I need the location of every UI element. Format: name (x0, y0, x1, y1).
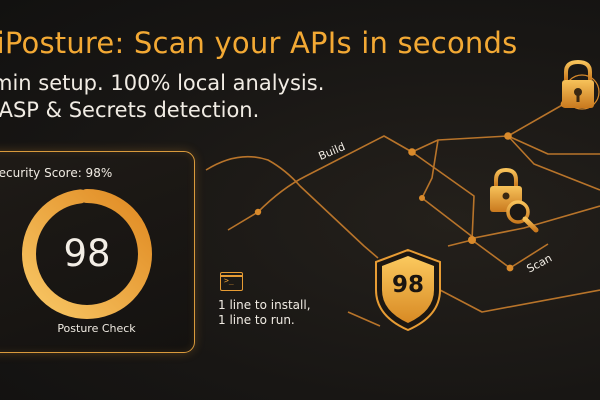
subtitle: min setup. 100% local analysis. WASP & S… (0, 70, 324, 124)
gauge-value: 98 (63, 232, 111, 275)
lower-path (439, 289, 600, 313)
left-branch (205, 155, 379, 259)
install-line-2: 1 line to run. (218, 313, 295, 327)
lock-magnifier-icon (490, 167, 539, 233)
subtitle-line-1: min setup. 100% local analysis. (0, 71, 325, 95)
upper-right-path (507, 135, 600, 155)
node (468, 236, 476, 244)
node (506, 264, 514, 272)
node (419, 195, 425, 201)
score-gauge (22, 189, 152, 319)
install-line-1: 1 line to install, (218, 298, 311, 312)
node (408, 148, 416, 156)
mid-path (411, 151, 475, 247)
posture-check-label: Posture Check (57, 322, 136, 335)
terminal-icon: >_ (220, 272, 243, 291)
install-text: 1 line to install, 1 line to run. (218, 298, 311, 328)
shield-icon (375, 248, 441, 332)
security-score-label: Security Score: 98% (0, 166, 113, 180)
right-path (507, 135, 600, 191)
page-title: piPosture: Scan your APIs in seconds (0, 26, 518, 60)
gauge-fill (22, 189, 152, 319)
loop-path (421, 139, 600, 239)
node (504, 132, 512, 140)
connector-nodes (254, 100, 568, 272)
shield-score: 98 (391, 272, 424, 298)
shield-left-path (347, 311, 381, 327)
terminal-glyph: >_ (224, 276, 234, 285)
security-score-card: Security Score: 98% 98 Posture Check (0, 151, 195, 353)
lock-icon (562, 59, 600, 110)
node (254, 208, 262, 216)
subtitle-line-2: WASP & Secrets detection. (0, 98, 260, 122)
connector-lines (205, 95, 600, 327)
